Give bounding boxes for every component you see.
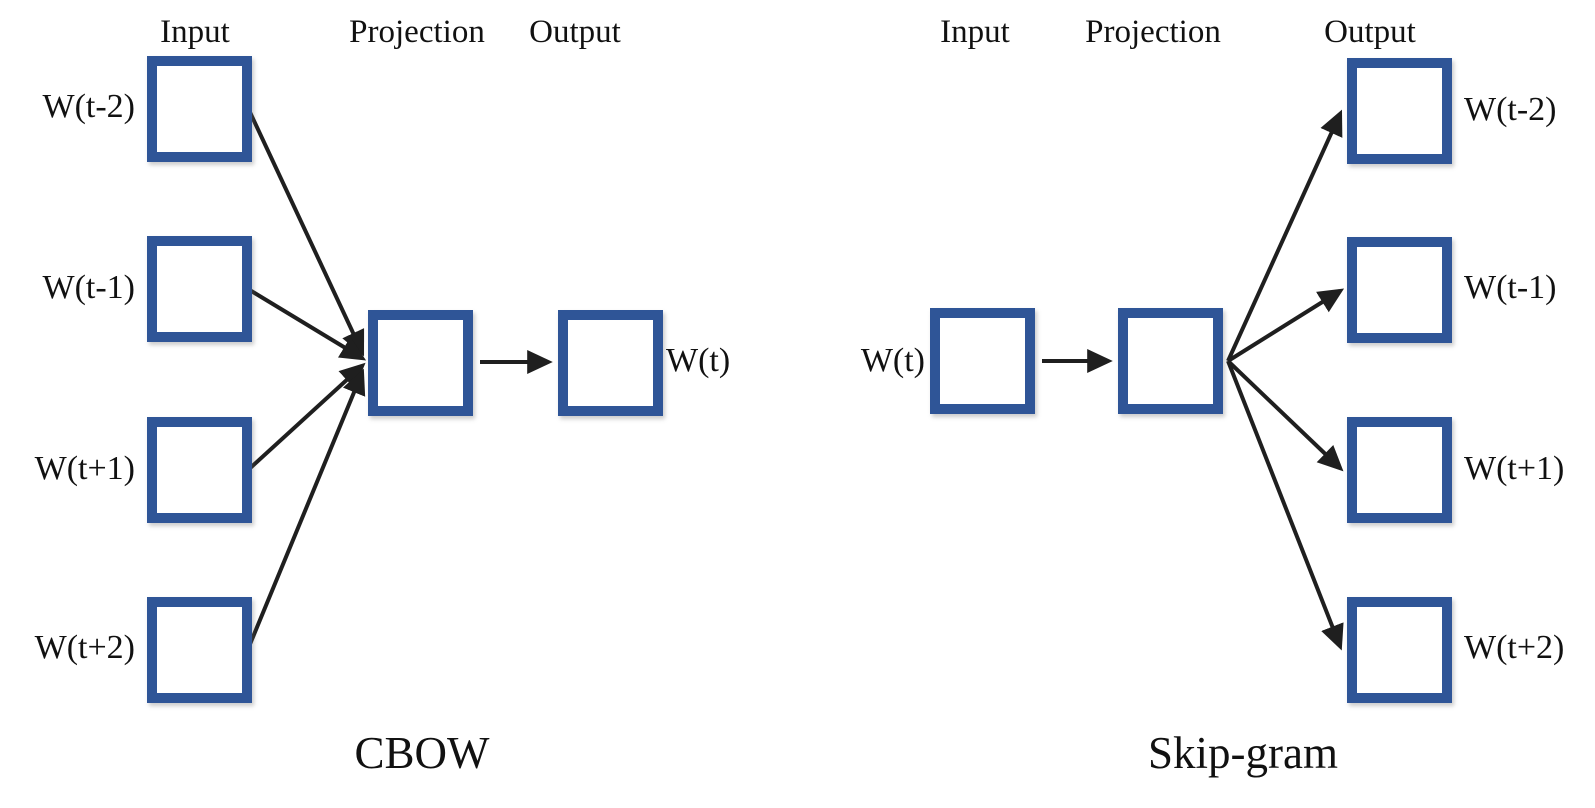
skipgram-arrow-projection-to-output1 xyxy=(1226,109,1343,362)
cbow-header-input: Input xyxy=(160,14,230,50)
skipgram-arrow-projection-to-output3 xyxy=(1226,359,1344,472)
skipgram-arrow-projection-to-output4 xyxy=(1226,360,1344,651)
skipgram-output-label-3: W(t+1) xyxy=(1464,450,1565,487)
cbow-projection-box xyxy=(368,310,473,416)
cbow-input-label-3: W(t+1) xyxy=(34,450,135,487)
cbow-output-label: W(t) xyxy=(666,342,731,379)
cbow-input-label-1: W(t-2) xyxy=(42,88,135,125)
skipgram-title: Skip-gram xyxy=(1148,728,1338,778)
skipgram-output-box-3 xyxy=(1347,417,1452,523)
cbow-arrow-input3-to-projection xyxy=(246,362,366,472)
cbow-input-box-2 xyxy=(147,236,252,342)
skipgram-output-box-2 xyxy=(1347,237,1452,343)
cbow-arrow-input4-to-projection xyxy=(246,368,366,650)
cbow-title: CBOW xyxy=(354,728,490,778)
cbow-output-box xyxy=(558,310,663,416)
skipgram-input-label: W(t) xyxy=(860,342,925,379)
skipgram-output-box-4 xyxy=(1347,597,1452,703)
skipgram-projection-box xyxy=(1118,308,1223,414)
cbow-input-box-3 xyxy=(147,417,252,523)
skipgram-output-label-1: W(t-2) xyxy=(1464,91,1557,128)
cbow-arrow-input2-to-projection xyxy=(246,287,367,361)
skipgram-arrow-projection-to-output2 xyxy=(1226,288,1345,363)
skipgram-header-projection: Projection xyxy=(1085,14,1221,50)
skipgram-output-label-2: W(t-1) xyxy=(1464,269,1557,306)
cbow-input-label-4: W(t+2) xyxy=(34,629,135,666)
skipgram-header-output: Output xyxy=(1324,14,1416,50)
skipgram-input-box xyxy=(930,308,1035,414)
skipgram-header-input: Input xyxy=(940,14,1010,50)
cbow-input-label-2: W(t-1) xyxy=(42,269,135,306)
skipgram-output-label-4: W(t+2) xyxy=(1464,629,1565,666)
cbow-input-box-4 xyxy=(147,597,252,703)
skipgram-output-box-1 xyxy=(1347,58,1452,164)
cbow-header-projection: Projection xyxy=(349,14,485,50)
cbow-header-output: Output xyxy=(529,14,621,50)
cbow-arrow-input1-to-projection xyxy=(246,107,365,357)
cbow-input-box-1 xyxy=(147,56,252,162)
